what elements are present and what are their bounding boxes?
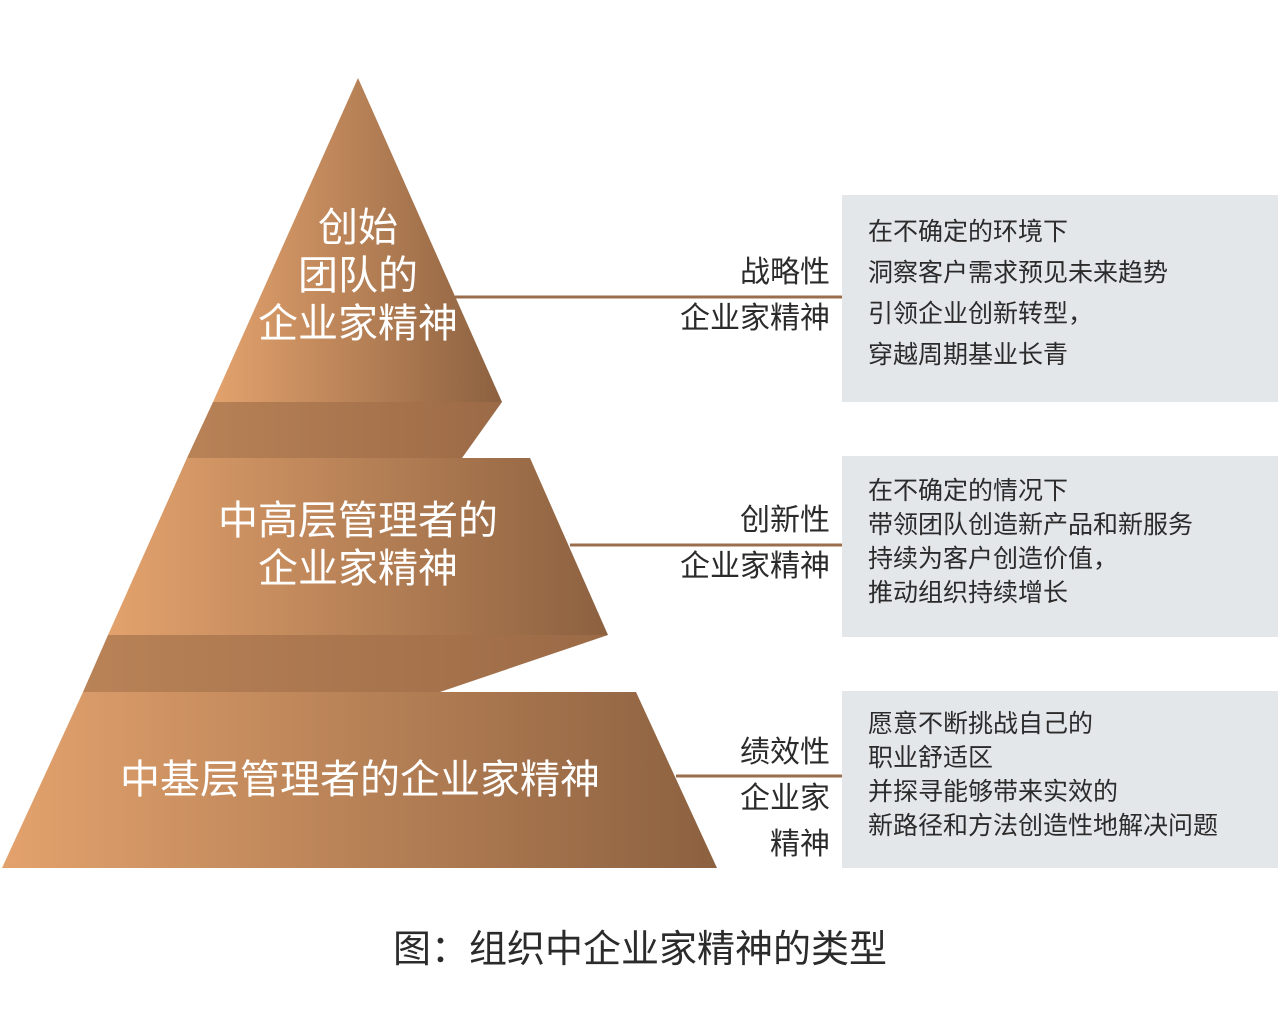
tier-bottom-label: 中基层管理者的企业家精神 bbox=[120, 757, 600, 803]
desc-line: 推动组织持续增长 bbox=[868, 578, 1069, 607]
band-top-middle bbox=[187, 402, 502, 458]
desc-box-bottom: 愿意不断挑战自己的 职业舒适区 并探寻能够带来实效的 新路径和方法创造性地解决问… bbox=[842, 691, 1278, 868]
desc-line: 洞察客户需求预见未来趋势 bbox=[868, 258, 1169, 287]
desc-line: 持续为客户创造价值， bbox=[868, 544, 1119, 573]
desc-line: 在不确定的环境下 bbox=[868, 217, 1069, 246]
desc-line: 并探寻能够带来实效的 bbox=[868, 777, 1119, 806]
desc-line: 引领企业创新转型， bbox=[868, 299, 1094, 328]
band-middle-bottom bbox=[83, 635, 608, 692]
desc-box-top: 在不确定的环境下 洞察客户需求预见未来趋势 引领企业创新转型， 穿越周期基业长青 bbox=[842, 195, 1278, 402]
tier-middle-shape bbox=[108, 458, 608, 635]
desc-line: 在不确定的情况下 bbox=[868, 476, 1069, 505]
tier-bottom-shape bbox=[2, 692, 717, 868]
desc-line: 穿越周期基业长青 bbox=[868, 340, 1069, 369]
desc-line: 新路径和方法创造性地解决问题 bbox=[868, 811, 1219, 840]
kind-label-middle: 创新性 企业家精神 bbox=[680, 503, 830, 584]
tier-middle-label: 中高层管理者的 企业家精神 bbox=[218, 498, 498, 592]
desc-line: 职业舒适区 bbox=[868, 743, 994, 772]
figure-caption: 图：组织中企业家精神的类型 bbox=[392, 927, 887, 971]
kind-label-top: 战略性 企业家精神 bbox=[680, 255, 830, 336]
desc-line: 带领团队创造新产品和新服务 bbox=[868, 510, 1194, 539]
tier-top-shape bbox=[213, 78, 502, 402]
kind-label-bottom: 绩效性 企业家 精神 bbox=[740, 735, 830, 862]
tier-top-label: 创始 团队的 企业家精神 bbox=[258, 205, 458, 347]
desc-line: 愿意不断挑战自己的 bbox=[868, 709, 1094, 738]
desc-box-middle: 在不确定的情况下 带领团队创造新产品和新服务 持续为客户创造价值， 推动组织持续… bbox=[842, 456, 1278, 637]
